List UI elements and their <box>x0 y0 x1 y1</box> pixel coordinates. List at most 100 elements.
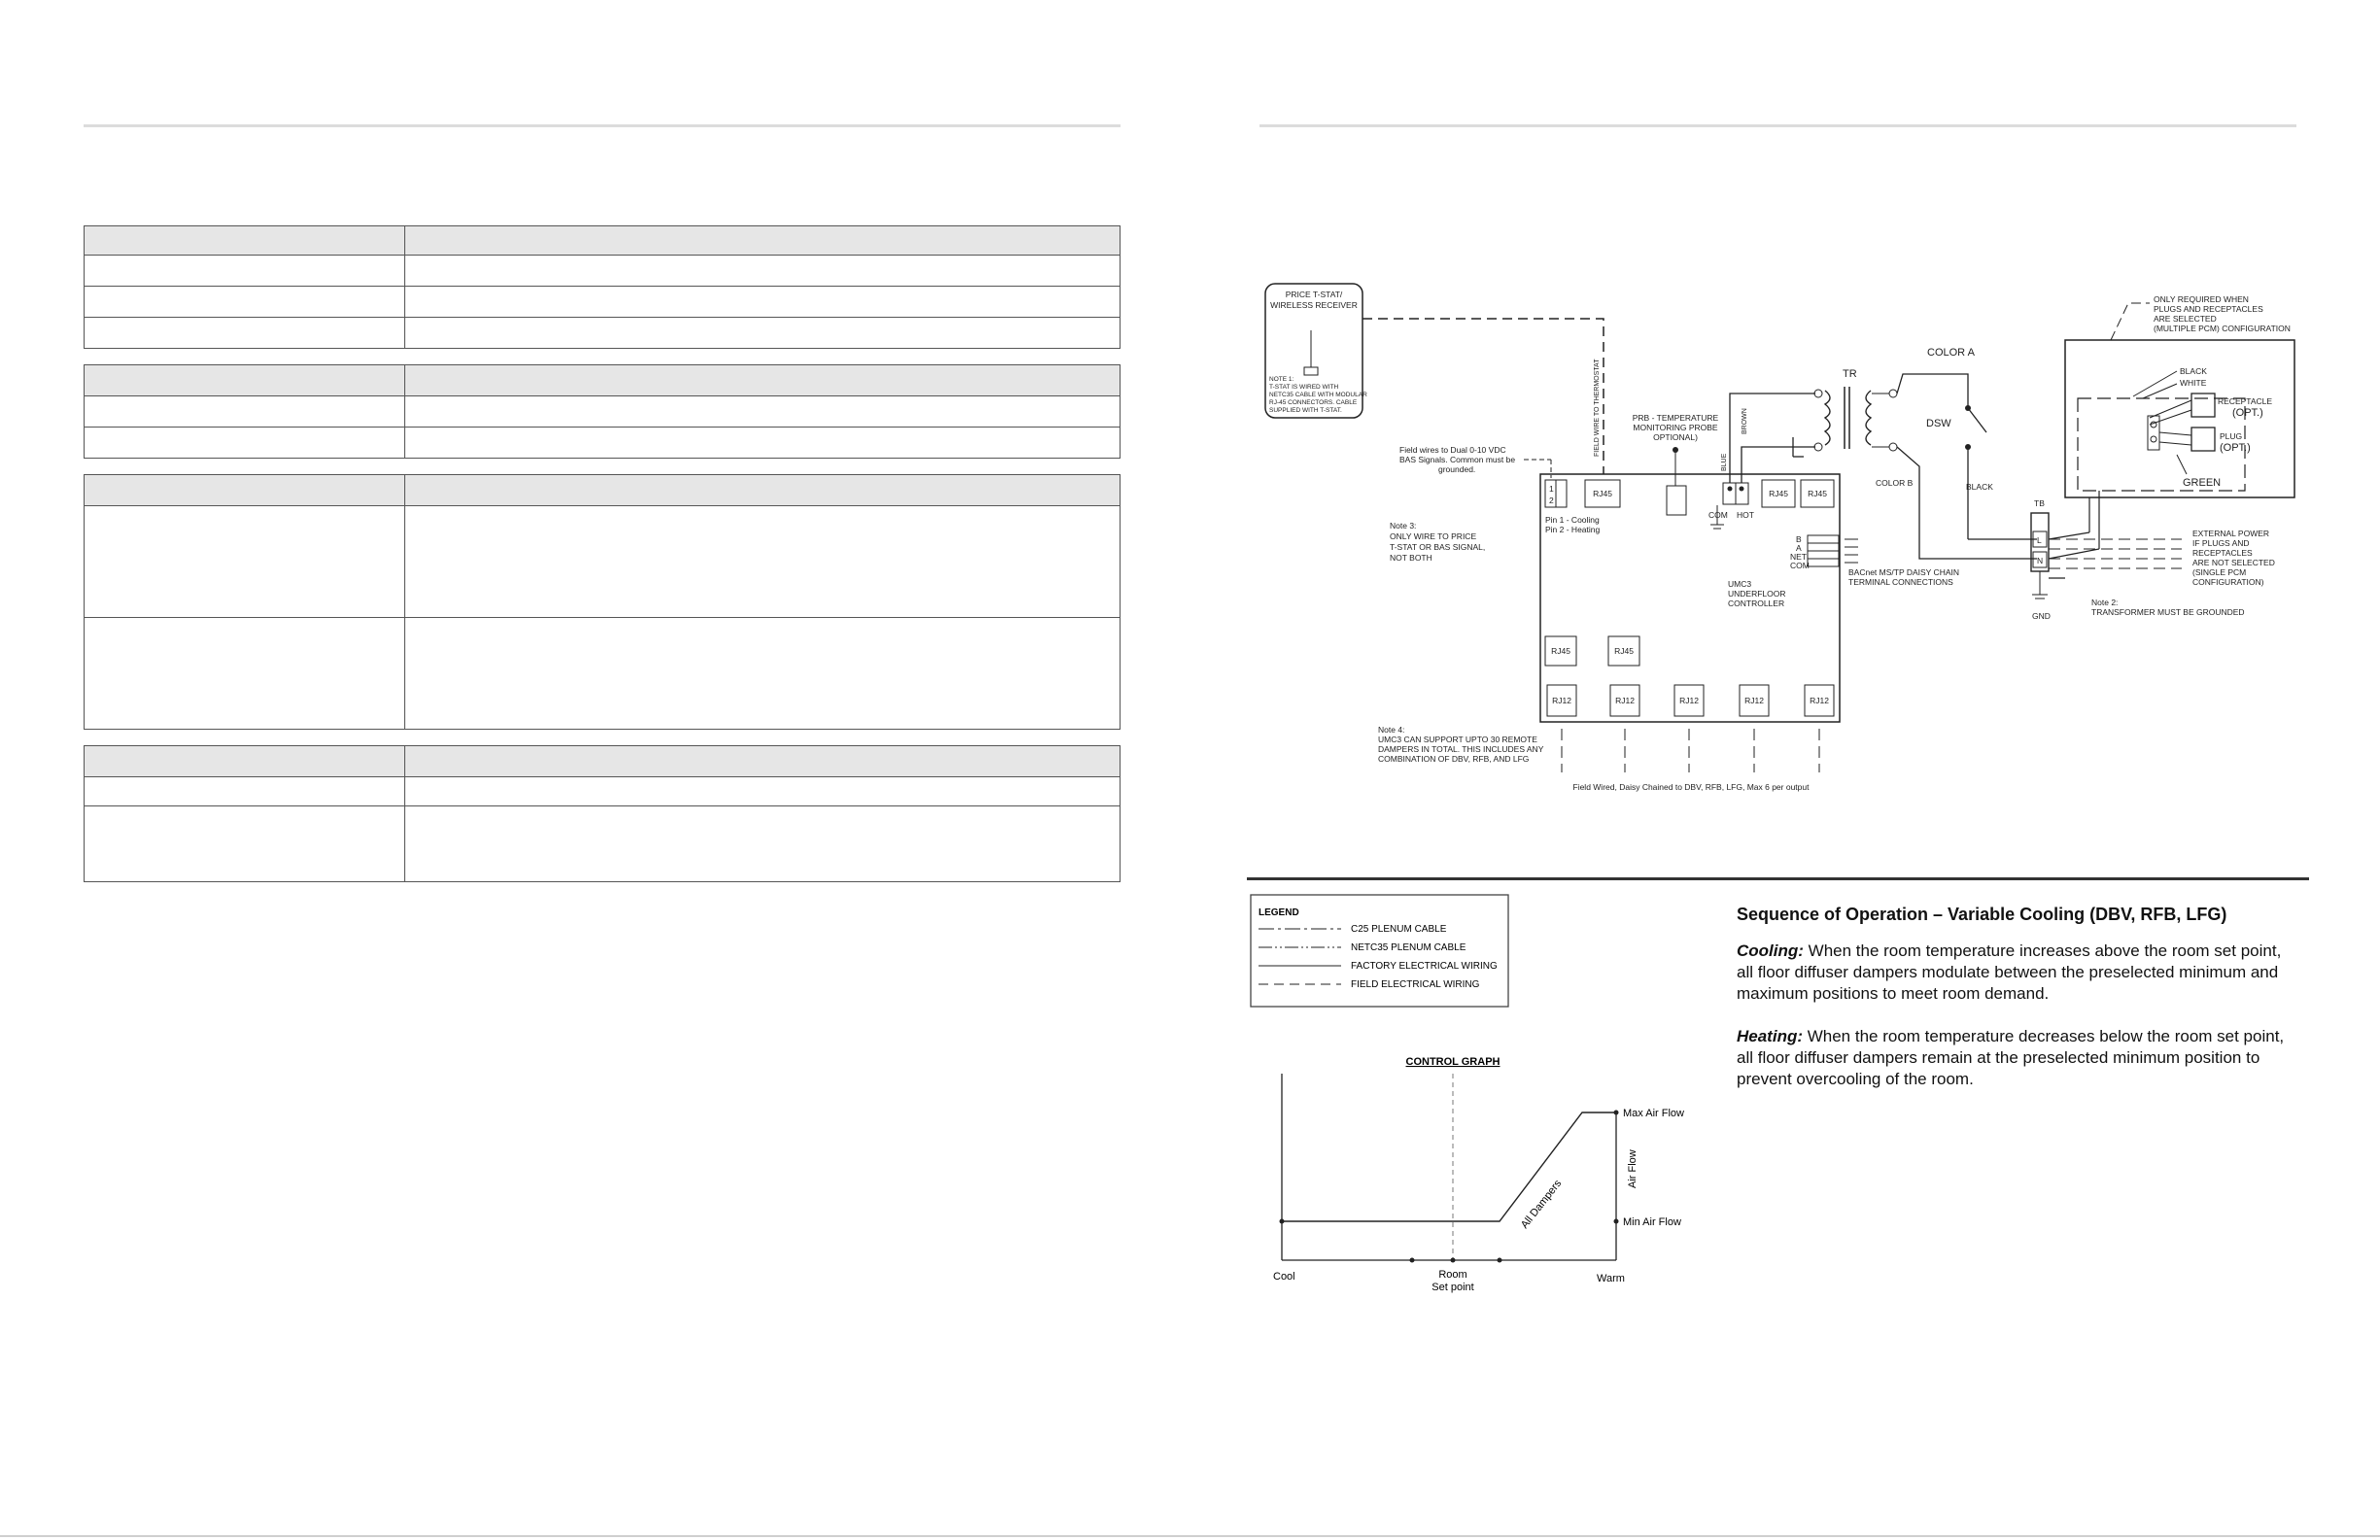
svg-text:Pin 2 - Heating: Pin 2 - Heating <box>1545 525 1600 534</box>
right-header-rule <box>1259 124 2296 127</box>
svg-text:(OPT.): (OPT.) <box>2232 407 2263 419</box>
svg-text:FACTORY ELECTRICAL WIRING: FACTORY ELECTRICAL WIRING <box>1351 961 1498 972</box>
svg-text:EXTERNAL POWER: EXTERNAL POWER <box>2192 529 2269 538</box>
svg-text:RJ-45 CONNECTORS. CABLE: RJ-45 CONNECTORS. CABLE <box>1269 399 1358 406</box>
rj45-port: RJ45 <box>1761 479 1796 508</box>
svg-text:RJ45: RJ45 <box>1551 646 1570 656</box>
svg-text:ONLY REQUIRED WHEN: ONLY REQUIRED WHEN <box>2154 294 2249 304</box>
svg-text:WIRELESS RECEIVER: WIRELESS RECEIVER <box>1270 300 1358 310</box>
rj45-port: RJ45 <box>1544 635 1577 667</box>
svg-text:Pin 1 - Cooling: Pin 1 - Cooling <box>1545 515 1600 525</box>
svg-text:BAS Signals. Common must be: BAS Signals. Common must be <box>1399 455 1515 464</box>
svg-text:COM: COM <box>1708 510 1728 520</box>
plug-outlet <box>2190 427 2216 452</box>
svg-text:Note 4:: Note 4: <box>1378 725 1404 735</box>
svg-text:DSW: DSW <box>1926 418 1951 429</box>
svg-text:COLOR B: COLOR B <box>1876 478 1914 488</box>
temperature-probe <box>1666 485 1687 516</box>
svg-text:COLOR A: COLOR A <box>1927 347 1976 359</box>
receptacle-outlet <box>2190 393 2216 418</box>
svg-text:PRB - TEMPERATURE: PRB - TEMPERATURE <box>1633 413 1719 423</box>
svg-text:BLACK: BLACK <box>2180 366 2207 376</box>
rj12-port: RJ12 <box>1609 684 1640 717</box>
legend-box: LEGEND C25 PLENUM CABLE NETC35 PLENUM CA… <box>1250 894 1509 1008</box>
svg-text:Air Flow: Air Flow <box>1627 1149 1638 1188</box>
svg-text:RJ12: RJ12 <box>1810 696 1829 705</box>
svg-text:CONTROL GRAPH: CONTROL GRAPH <box>1406 1056 1500 1068</box>
svg-text:TB: TB <box>2034 498 2045 508</box>
spec-table-1 <box>84 225 1121 349</box>
svg-text:2: 2 <box>1549 496 1554 505</box>
svg-text:Note 3:: Note 3: <box>1390 521 1416 530</box>
svg-text:Set point: Set point <box>1431 1282 1473 1293</box>
heating-text: When the room temperature decreases belo… <box>1737 1027 2285 1088</box>
svg-text:C25 PLENUM CABLE: C25 PLENUM CABLE <box>1351 924 1447 935</box>
rj12-port: RJ12 <box>1804 684 1835 717</box>
svg-text:HOT: HOT <box>1737 510 1754 520</box>
svg-text:TR: TR <box>1843 368 1857 380</box>
svg-text:NOTE 1:: NOTE 1: <box>1269 376 1293 383</box>
svg-text:UMC3: UMC3 <box>1728 579 1751 589</box>
svg-text:UNDERFLOOR: UNDERFLOOR <box>1728 589 1786 599</box>
svg-text:(OPT.): (OPT.) <box>2220 442 2251 454</box>
svg-text:RJ12: RJ12 <box>1744 696 1764 705</box>
svg-text:B: B <box>1796 534 1802 544</box>
svg-text:Warm: Warm <box>1597 1273 1625 1284</box>
rj45-port: RJ45 <box>1800 479 1835 508</box>
spec-table-4 <box>84 745 1121 882</box>
svg-text:TRANSFORMER MUST BE GROUNDED: TRANSFORMER MUST BE GROUNDED <box>2091 607 2245 617</box>
rj45-port: RJ45 <box>1584 479 1621 508</box>
svg-text:PLUGS AND RECEPTACLES: PLUGS AND RECEPTACLES <box>2154 304 2263 314</box>
svg-text:A: A <box>1796 543 1802 553</box>
svg-text:BLUE: BLUE <box>1721 453 1728 471</box>
cooling-lead: Cooling: <box>1737 941 1804 960</box>
section-divider <box>1247 877 2309 880</box>
svg-text:GREEN: GREEN <box>2183 477 2221 489</box>
svg-text:TERMINAL CONNECTIONS: TERMINAL CONNECTIONS <box>1848 577 1953 587</box>
svg-text:GND: GND <box>2032 611 2051 621</box>
svg-text:grounded.: grounded. <box>1438 464 1475 474</box>
svg-text:1: 1 <box>1549 484 1554 494</box>
sequence-of-operation: Sequence of Operation – Variable Cooling… <box>1737 904 2300 1090</box>
svg-text:NOT BOTH: NOT BOTH <box>1390 553 1432 563</box>
svg-text:NETC35 CABLE WITH MODULAR: NETC35 CABLE WITH MODULAR <box>1269 392 1367 398</box>
svg-text:LEGEND: LEGEND <box>1259 907 1299 918</box>
optional-plug-region <box>2064 339 2295 498</box>
control-graph: CONTROL GRAPH Max Air Flow Min Air Flow … <box>1273 1056 1684 1293</box>
svg-text:CONTROLLER: CONTROLLER <box>1728 599 1784 608</box>
svg-text:ARE NOT SELECTED: ARE NOT SELECTED <box>2192 558 2275 567</box>
svg-text:RJ45: RJ45 <box>1808 489 1827 498</box>
svg-text:L: L <box>2037 535 2042 545</box>
heating-paragraph: Heating: When the room temperature decre… <box>1737 1026 2300 1090</box>
cooling-paragraph: Cooling: When the room temperature incre… <box>1737 941 2300 1005</box>
svg-text:ARE SELECTED: ARE SELECTED <box>2154 314 2217 324</box>
svg-text:OPTIONAL): OPTIONAL) <box>1653 432 1698 442</box>
svg-text:NETC35 PLENUM CABLE: NETC35 PLENUM CABLE <box>1351 942 1466 953</box>
spec-table-2 <box>84 364 1121 459</box>
svg-text:ONLY WIRE TO PRICE: ONLY WIRE TO PRICE <box>1390 531 1476 541</box>
svg-text:PRICE T-STAT/: PRICE T-STAT/ <box>1286 290 1343 299</box>
cooling-text: When the room temperature increases abov… <box>1737 941 2282 1003</box>
svg-text:(MULTIPLE PCM) CONFIGURATION: (MULTIPLE PCM) CONFIGURATION <box>2154 324 2291 333</box>
svg-text:UMC3 CAN SUPPORT UPTO 30 REMOT: UMC3 CAN SUPPORT UPTO 30 REMOTE <box>1378 735 1537 744</box>
svg-text:PLUG: PLUG <box>2220 431 2242 441</box>
heating-lead: Heating: <box>1737 1027 1803 1045</box>
svg-text:RJ12: RJ12 <box>1679 696 1699 705</box>
rj12-port: RJ12 <box>1739 684 1770 717</box>
svg-text:Field wires to Dual 0-10 VDC: Field wires to Dual 0-10 VDC <box>1399 445 1506 455</box>
rj12-port: RJ12 <box>1673 684 1705 717</box>
svg-text:(SINGLE PCM: (SINGLE PCM <box>2192 567 2246 577</box>
wiring-diagram: PRICE T-STAT/ WIRELESS RECEIVER NOTE 1: … <box>1264 283 2295 792</box>
svg-text:NET: NET <box>1790 552 1807 562</box>
svg-text:Cool: Cool <box>1273 1271 1295 1283</box>
rj45-port: RJ45 <box>1607 635 1640 667</box>
svg-text:Min Air Flow: Min Air Flow <box>1623 1216 1681 1228</box>
svg-text:RJ45: RJ45 <box>1614 646 1634 656</box>
svg-text:FIELD WIRE TO THERMOSTAT: FIELD WIRE TO THERMOSTAT <box>1594 359 1601 457</box>
svg-text:BLACK: BLACK <box>1966 482 1993 492</box>
svg-text:RJ12: RJ12 <box>1552 696 1571 705</box>
umc3-controller-board <box>1539 473 1841 723</box>
svg-text:Room: Room <box>1438 1269 1466 1281</box>
spec-table-3 <box>84 474 1121 730</box>
svg-text:SUPPLIED WITH T-STAT.: SUPPLIED WITH T-STAT. <box>1269 407 1342 414</box>
